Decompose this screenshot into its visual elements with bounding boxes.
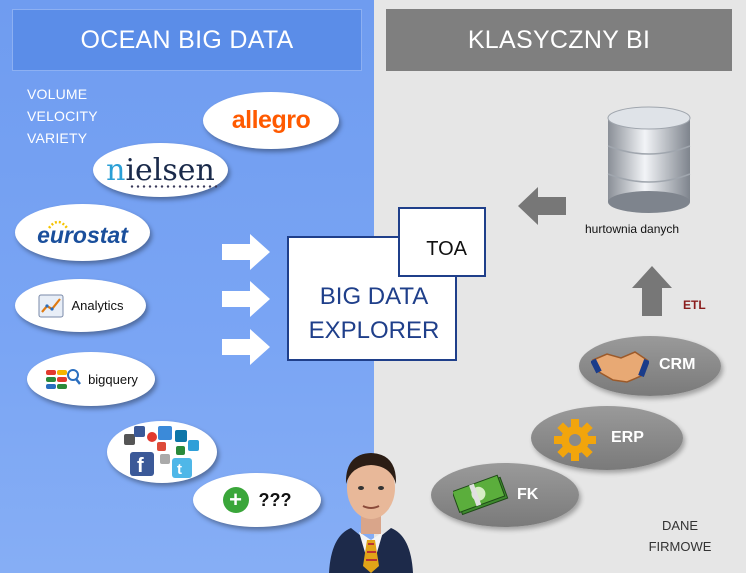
arrow-up-icon — [632, 266, 672, 316]
variety-label: VARIETY — [27, 130, 88, 146]
money-icon — [453, 474, 509, 516]
classic-bi-header: KLASYCZNY BI — [386, 9, 732, 71]
bigquery-source: bigquery — [27, 352, 155, 406]
toa-box: TOA — [398, 207, 486, 277]
analytics-source: Analytics — [15, 279, 146, 332]
company-data-label: DANE FIRMOWE — [648, 518, 712, 554]
allegro-logo: allegro — [231, 106, 311, 134]
fk-system: FK — [431, 463, 579, 527]
plus-icon: + — [222, 487, 249, 513]
volume-label: VOLUME — [27, 86, 88, 102]
handshake-icon — [591, 351, 649, 383]
unknown-label: ??? — [258, 489, 292, 510]
erp-label: ERP — [611, 429, 644, 446]
businessman-icon — [329, 453, 413, 573]
etl-label: ETL — [683, 298, 706, 312]
social-media-source: f t — [107, 421, 217, 483]
three-v-list: VOLUME VELOCITY VARIETY — [27, 83, 98, 149]
fk-label: FK — [517, 486, 539, 503]
gear-icon — [554, 419, 596, 461]
crm-label: CRM — [659, 356, 696, 373]
big-data-explorer-label: BIG DATA EXPLORER — [308, 283, 440, 344]
arrow-left-icon — [518, 187, 566, 225]
arrow-right-icon — [222, 329, 270, 365]
eurostat-source: eurostat — [15, 204, 150, 261]
bigquery-icon — [46, 369, 82, 389]
velocity-label: VELOCITY — [27, 108, 98, 124]
svg-text:t: t — [177, 461, 182, 478]
bigquery-label: bigquery — [88, 371, 138, 387]
social-media-icons: f t — [124, 426, 199, 478]
analytics-chart-icon — [38, 294, 64, 317]
eurostat-star-icon — [48, 220, 68, 229]
crm-system: CRM — [579, 336, 721, 396]
nielsen-source: nielsen — [93, 143, 228, 197]
arrow-right-icon — [222, 234, 270, 270]
allegro-source: allegro — [203, 92, 339, 149]
eurostat-logo: eurostat — [37, 222, 128, 248]
ocean-big-data-header: OCEAN BIG DATA — [12, 9, 362, 71]
toa-label: TOA — [426, 238, 467, 260]
svg-text:f: f — [137, 455, 144, 477]
erp-system: ERP — [531, 406, 683, 470]
nielsen-logo: nielsen — [106, 152, 215, 188]
warehouse-label: hurtownia danych — [585, 222, 680, 236]
nielsen-dots — [129, 185, 221, 188]
database-icon — [607, 106, 691, 213]
analytics-label: Analytics — [71, 298, 124, 313]
arrow-right-icon — [222, 281, 270, 317]
unknown-source: + ??? — [193, 473, 321, 527]
